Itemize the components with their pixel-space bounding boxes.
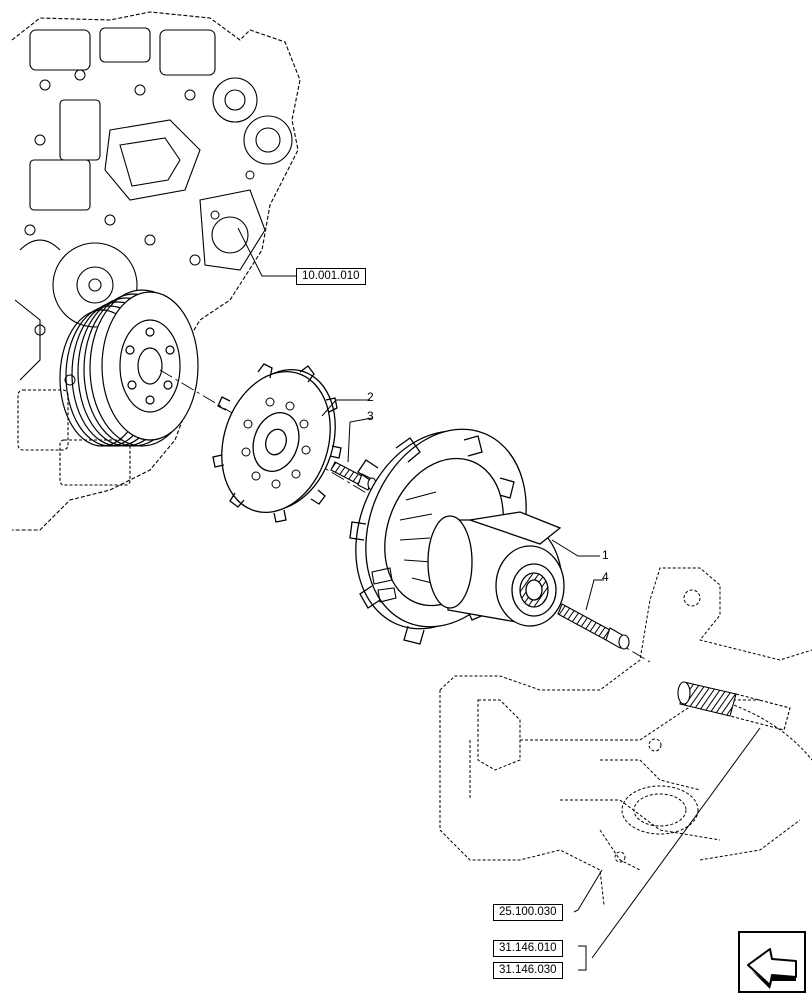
callout-hub: 1: [602, 548, 609, 562]
crankshaft-pulley: [59, 289, 199, 447]
callout-plate-bolt: 3: [367, 409, 374, 423]
callout-plate: 2: [367, 390, 374, 404]
leader-lines: [237, 227, 761, 971]
hub-bolt: [557, 603, 630, 650]
callout-hub-bolt: 4: [602, 570, 609, 584]
reference-frame-section[interactable]: 25.100.030: [493, 904, 563, 921]
reference-shaft-section-b[interactable]: 31.146.030: [493, 962, 563, 979]
drive-hub: [349, 428, 565, 645]
reference-shaft-section-a[interactable]: 31.146.010: [493, 940, 563, 957]
arrow-back-icon[interactable]: [738, 931, 806, 993]
plate-bolt: [330, 461, 377, 491]
splined-shaft: [677, 681, 791, 731]
reference-engine-section[interactable]: 10.001.010: [296, 268, 366, 285]
engine-block: [11, 11, 301, 531]
adapter-plate: [212, 363, 342, 523]
